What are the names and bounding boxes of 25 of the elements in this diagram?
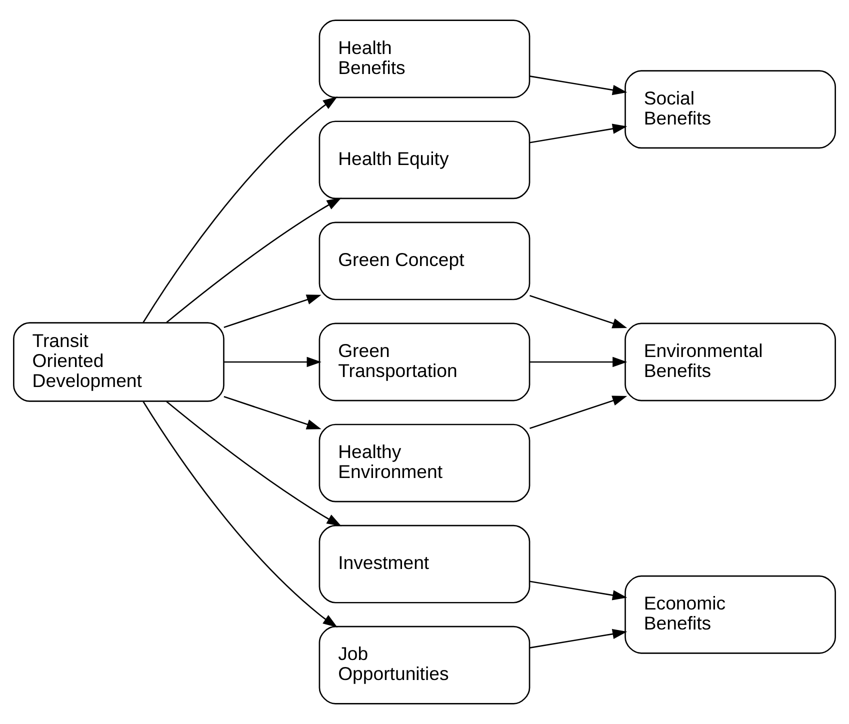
node-box: Health Benefits xyxy=(318,20,530,98)
arrow xyxy=(224,396,322,430)
node-box: Economic Benefits xyxy=(624,575,836,654)
node-box: Healthy Environment xyxy=(318,424,530,502)
node-box: Job Opportunities xyxy=(318,626,530,704)
arrow xyxy=(530,76,628,96)
arrow xyxy=(530,124,628,144)
arrow xyxy=(166,198,342,324)
node-box: Environmental Benefits xyxy=(624,322,836,402)
arrow xyxy=(530,356,628,368)
node-box: Green Concept xyxy=(318,222,530,300)
node-box: Green Transportation xyxy=(318,322,530,402)
node-box: Health Equity xyxy=(318,120,530,200)
arrow xyxy=(530,628,628,648)
arrow xyxy=(530,396,628,430)
arrow xyxy=(142,96,338,323)
node-box: Investment xyxy=(318,524,530,604)
arrow xyxy=(224,356,322,368)
arrow xyxy=(530,294,628,328)
node-box: Social Benefits xyxy=(624,70,836,149)
arrow xyxy=(142,401,338,628)
arrow xyxy=(530,580,628,600)
arrow xyxy=(166,400,342,526)
node-box: Transit Oriented Development xyxy=(13,322,224,402)
arrow xyxy=(224,294,322,328)
